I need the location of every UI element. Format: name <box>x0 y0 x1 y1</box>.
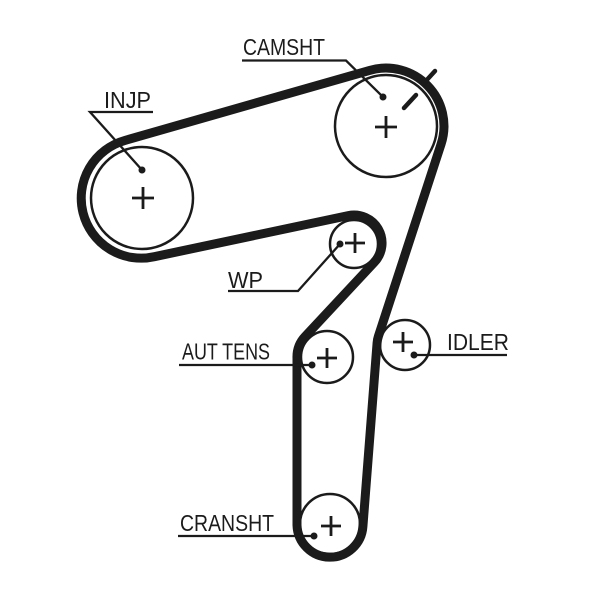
wp-center-cross-icon <box>345 233 365 253</box>
cransht-leader-dot <box>310 532 318 540</box>
camsht-center-cross-icon <box>375 116 397 138</box>
injp-center-cross-icon <box>132 187 154 209</box>
cransht-label: CRANSHT <box>180 510 274 536</box>
pulley-idler-circle <box>378 318 432 372</box>
injp-leader-line <box>87 110 153 171</box>
timing-mark-dash-icon <box>421 68 438 86</box>
aut-tens-label: AUT TENS <box>182 339 270 365</box>
idler-center-cross-icon <box>393 332 413 352</box>
injp-leader-dot <box>138 166 146 174</box>
idler-leader-dot <box>410 351 418 359</box>
wp-leader-dot <box>336 240 344 248</box>
aut-tens-leader-dot <box>308 361 316 369</box>
idler-label: IDLER <box>447 329 509 355</box>
aut-tens-center-cross-icon <box>317 348 337 368</box>
cransht-center-cross-icon <box>321 516 341 536</box>
wp-label: WP <box>228 267 263 293</box>
camsht-label: CAMSHT <box>243 34 325 60</box>
camsht-leader-line <box>242 59 384 98</box>
wp-leader-line <box>228 243 341 293</box>
timing-belt <box>76 63 449 562</box>
camsht-leader-dot <box>379 93 387 101</box>
timing-mark-dash-icon <box>401 92 419 111</box>
injp-label: INJP <box>104 87 151 113</box>
